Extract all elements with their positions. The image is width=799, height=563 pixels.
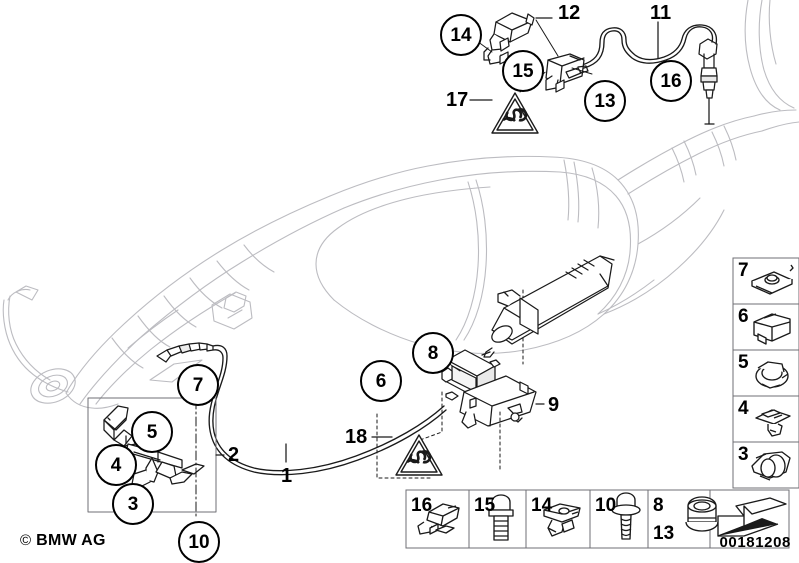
copyright-owner: BMW AG [36,532,106,549]
callout-2[interactable]: 2 [228,445,239,465]
callout-14[interactable]: 14 [440,14,482,56]
callout-9[interactable]: 9 [548,395,559,415]
diagram-number: 00181208 [719,534,791,551]
callout-4-label: 4 [110,454,122,476]
legend-label-5: 5 [738,352,749,373]
warning-triangle-18 [395,434,443,476]
legend-part-6-icon [753,313,791,345]
legend-part-14-icon [543,503,581,537]
legend-label-16: 16 [411,495,433,516]
legend-label-10: 10 [595,495,617,516]
legend-label-6: 6 [738,306,749,327]
legend-label-14: 14 [531,495,553,516]
direction-arrow-icon [717,497,787,537]
legend-part-3-icon [751,451,791,481]
callout-18[interactable]: 18 [345,427,367,447]
copyright-symbol: © [20,532,32,549]
legend-label-15: 15 [474,495,496,516]
callout-18-label: 18 [345,426,368,448]
legend-label-4: 4 [738,398,749,419]
callout-10[interactable]: 10 [178,521,220,563]
sensor-connector-13 [545,53,589,93]
oxygen-sensor-rear [698,38,718,125]
callout-14-label: 14 [450,24,472,46]
callout-6[interactable]: 6 [360,360,402,402]
callout-2-label: 2 [228,444,240,466]
callout-6-label: 6 [375,370,387,392]
callout-1[interactable]: 1 [281,466,292,486]
legend-label-8: 8 [653,495,664,516]
callout-13-label: 13 [594,90,616,112]
callout-5-label: 5 [146,421,158,443]
callout-5[interactable]: 5 [131,411,173,453]
callout-1-label: 1 [281,465,293,487]
callout-9-label: 9 [548,394,560,416]
callout-7-label: 7 [192,374,204,396]
callout-17-label: 17 [446,89,469,111]
sensor-connector-12 [483,12,535,65]
callout-15[interactable]: 15 [502,50,544,92]
copyright-notice: © BMW AG [20,532,106,550]
resonator-body [481,255,615,358]
legend-label-13: 13 [653,523,675,544]
legend-part-15-icon [488,494,514,541]
callout-17[interactable]: 17 [446,90,468,110]
callout-11-label: 11 [650,2,672,24]
callout-16[interactable]: 16 [650,60,692,102]
callout-3[interactable]: 3 [112,483,154,525]
legend-part-8-13-icon [685,496,719,532]
legend-part-10-icon [611,492,641,540]
callout-8-label: 8 [427,342,439,364]
legend-part-16-icon [417,503,460,535]
callout-8[interactable]: 8 [412,332,454,374]
callout-7[interactable]: 7 [177,364,219,406]
callout-13[interactable]: 13 [584,80,626,122]
legend-label-3: 3 [738,444,749,465]
legend-part-4-icon [755,409,791,437]
legend-label-7: 7 [738,260,749,281]
oxygen-sensor-front [156,342,214,363]
sensor-cable-1 [208,344,447,476]
callout-12[interactable]: 12 [558,3,580,23]
oxygen-sensor-lead-cable [553,24,718,71]
callout-15-label: 15 [512,60,534,82]
callout-16-label: 16 [660,70,682,92]
legend-part-5-icon [755,361,789,389]
callout-11[interactable]: 11 [650,3,671,23]
module-mounting-bracket-9 [459,375,537,429]
sensor-bracket-part [103,405,205,487]
callout-12-label: 12 [558,2,581,24]
warning-triangle-17 [491,92,539,134]
callout-3-label: 3 [127,493,139,515]
callout-10-label: 10 [188,531,210,553]
legend-part-7-icon [751,264,794,295]
callout-4[interactable]: 4 [95,444,137,486]
